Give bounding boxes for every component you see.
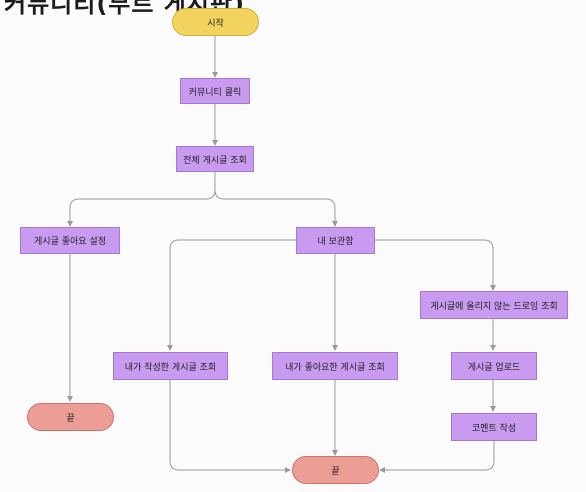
- write-comment-node: 코멘트 작성: [451, 413, 537, 441]
- view-liked-posts-node: 내가 좋아요한 게시글 조회: [272, 352, 398, 380]
- set-post-like-node: 게시글 좋아요 설정: [20, 227, 120, 254]
- edge-storage-to-drawings: [375, 239, 496, 291]
- upload-post-node: 게시글 업로드: [451, 352, 537, 380]
- end-node-left: 끝: [27, 403, 114, 431]
- my-storage-node: 내 보관함: [296, 227, 375, 254]
- edge-allposts-to-storage: [214, 189, 338, 227]
- view-all-posts-node: 전체 게시글 조회: [176, 146, 254, 172]
- edge-storage-to-myposts: [167, 239, 296, 351]
- view-my-posts-node: 내가 작성한 게시글 조회: [113, 352, 228, 380]
- start-node: 시작: [172, 8, 259, 36]
- edge-allposts-to-like: [67, 172, 216, 227]
- edge-myposts-to-end: [169, 380, 291, 473]
- end-node-bottom: 끝: [292, 456, 379, 484]
- community-click-node: 커뮤니티 클릭: [180, 78, 250, 104]
- view-unposted-drawings-node: 게시글에 올리지 않는 드로잉 조회: [420, 291, 568, 319]
- edge-comment-to-end: [379, 441, 495, 473]
